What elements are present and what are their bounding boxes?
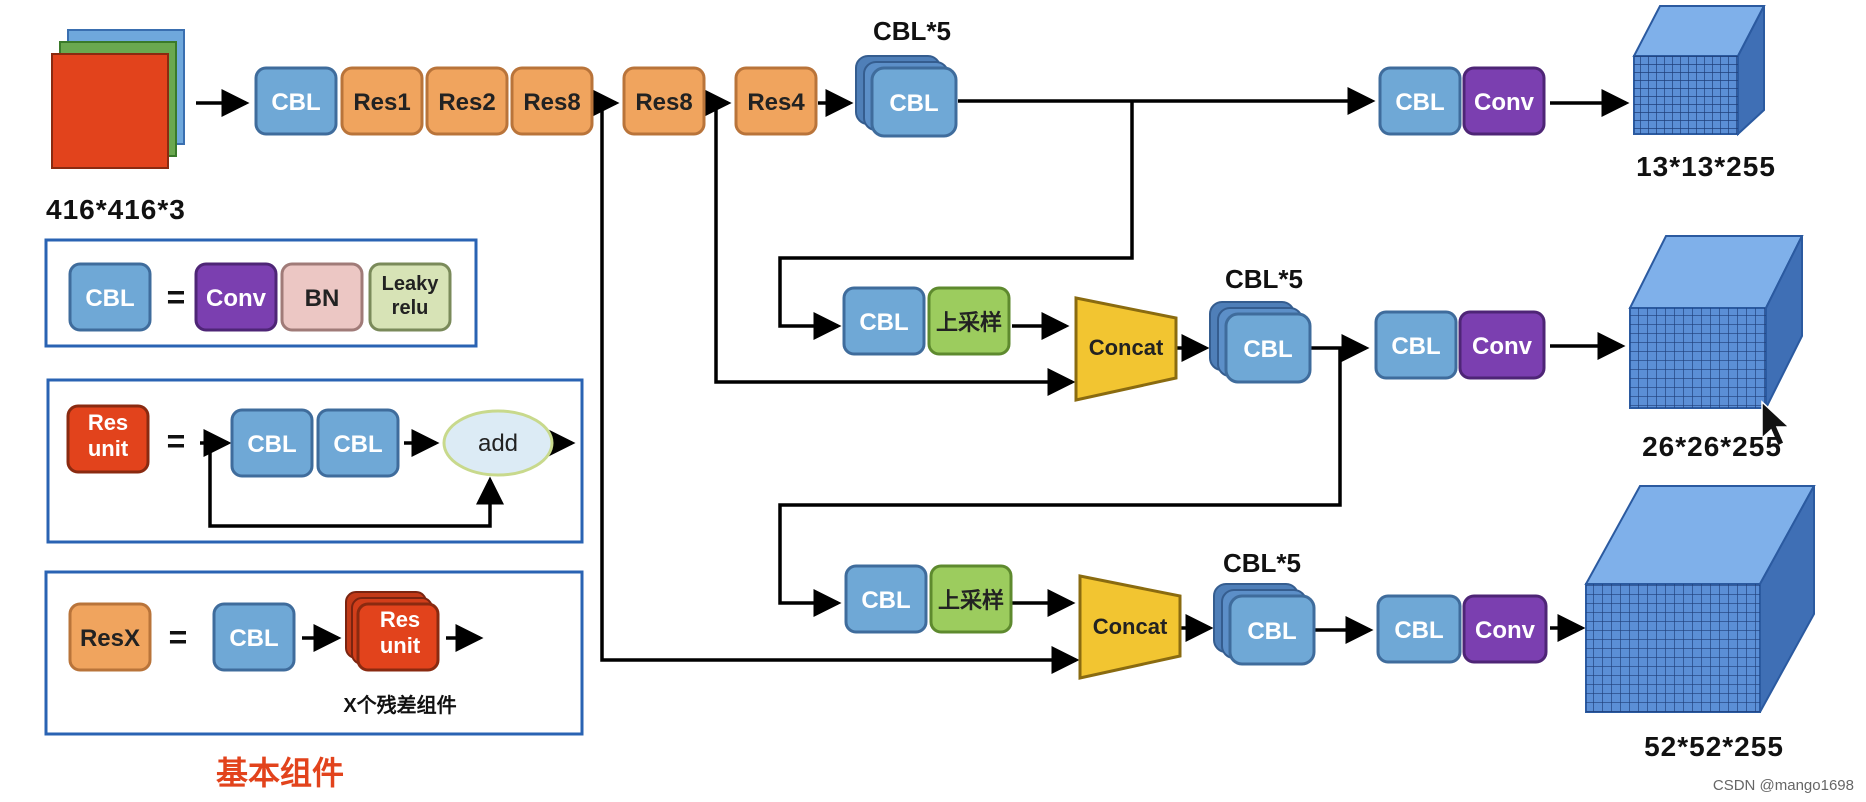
branch3-stack-title: CBL*5 bbox=[1223, 548, 1301, 578]
branch3-conv-block: Conv bbox=[1462, 594, 1548, 664]
branch3-stack-label: CBL bbox=[1247, 618, 1296, 645]
output-cube-52 bbox=[1584, 485, 1816, 713]
branch3-cbl-block: CBL bbox=[844, 564, 928, 634]
output-13-label: 13*13*255 bbox=[1636, 151, 1776, 182]
backbone-res8-first-label: Res8 bbox=[523, 89, 580, 116]
branch2-stack-title: CBL*5 bbox=[1225, 264, 1303, 294]
output-26-label: 26*26*255 bbox=[1642, 431, 1782, 462]
branch2-concat-label: Concat bbox=[1089, 335, 1164, 360]
output-cube-13 bbox=[1632, 5, 1766, 137]
legend-resx-panel: ResX = CBL Res unit X个残差组件 bbox=[44, 570, 584, 736]
legend-title: 基本组件 bbox=[216, 755, 344, 791]
branch2-upsample-block: 上采样 bbox=[927, 286, 1011, 356]
backbone-res8-first-block: Res8 bbox=[510, 66, 594, 136]
branch3-cbl-stack: CBL bbox=[1213, 583, 1316, 666]
legend-resx-caption: X个残差组件 bbox=[343, 693, 456, 717]
branch3-concat-label: Concat bbox=[1093, 614, 1168, 639]
branch2-conv-label: Conv bbox=[1472, 333, 1533, 360]
backbone-cbl-block: CBL bbox=[254, 66, 338, 136]
branch3-concat-block: Concat bbox=[1078, 574, 1182, 680]
legend-resunit-panel: Res unit = CBL CBL add bbox=[46, 378, 584, 544]
backbone-res1-block: Res1 bbox=[340, 66, 424, 136]
legend-cbl-leaky-line1: Leaky bbox=[382, 273, 440, 295]
legend-resunit-lhs-line2: unit bbox=[88, 436, 129, 461]
watermark: CSDN @mango1698 bbox=[1713, 777, 1854, 794]
backbone-res2-block: Res2 bbox=[425, 66, 509, 136]
legend-cbl-lhs: CBL bbox=[85, 285, 134, 312]
branch2-conv-block: Conv bbox=[1458, 310, 1546, 380]
branch3-cbl-out-label: CBL bbox=[1394, 617, 1443, 644]
branch2-cbl-block: CBL bbox=[842, 286, 926, 356]
branch2-concat-block: Concat bbox=[1074, 296, 1178, 402]
legend-resx-unit-line1: Res bbox=[380, 607, 420, 632]
branch1-conv-block: Conv bbox=[1462, 66, 1546, 136]
branch1-conv-label: Conv bbox=[1474, 89, 1535, 116]
output-cube-26 bbox=[1628, 235, 1804, 409]
legend-resunit-equals: = bbox=[167, 423, 186, 459]
input-image-icon bbox=[51, 29, 185, 169]
branch2-cbl-stack: CBL bbox=[1209, 301, 1312, 384]
branch3-cbl-label: CBL bbox=[861, 587, 910, 614]
backbone-cbl-label: CBL bbox=[271, 89, 320, 116]
legend-resx-lhs: ResX bbox=[80, 625, 140, 652]
legend-cbl-equals: = bbox=[167, 279, 186, 315]
branch2-cbl-label: CBL bbox=[859, 309, 908, 336]
branch3-upsample-label: 上采样 bbox=[938, 588, 1004, 613]
input-size-label: 416*416*3 bbox=[46, 194, 186, 225]
branch3-conv-label: Conv bbox=[1475, 617, 1536, 644]
legend-resunit-lhs-line1: Res bbox=[88, 410, 128, 435]
legend-resx-unit-line2: unit bbox=[380, 633, 421, 658]
backbone-res2-label: Res2 bbox=[438, 89, 495, 116]
branch1-stack-label: CBL bbox=[889, 90, 938, 117]
backbone-res4-label: Res4 bbox=[747, 89, 805, 116]
legend-resunit-cbl2: CBL bbox=[333, 431, 382, 458]
backbone-res8-second-block: Res8 bbox=[622, 66, 706, 136]
backbone-res8-second-label: Res8 bbox=[635, 89, 692, 116]
branch1-cbl-stack: CBL bbox=[855, 55, 958, 138]
branch2-cbl-out-label: CBL bbox=[1391, 333, 1440, 360]
branch1-cbl-block: CBL bbox=[1378, 66, 1462, 136]
output-52-label: 52*52*255 bbox=[1644, 731, 1784, 762]
branch3-cbl-out-block: CBL bbox=[1376, 594, 1462, 664]
legend-cbl-bn: BN bbox=[305, 285, 340, 312]
branch2-cbl-out-block: CBL bbox=[1374, 310, 1458, 380]
mouse-cursor-icon bbox=[1761, 400, 1791, 448]
branch2-upsample-label: 上采样 bbox=[936, 310, 1002, 335]
legend-resunit-cbl1: CBL bbox=[247, 431, 296, 458]
backbone-res1-label: Res1 bbox=[353, 89, 410, 116]
branch1-cbl-label: CBL bbox=[1395, 89, 1444, 116]
backbone-res4-block: Res4 bbox=[734, 66, 818, 136]
branch1-stack-title: CBL*5 bbox=[873, 16, 951, 46]
legend-cbl-panel: CBL = Conv BN Leaky relu bbox=[44, 238, 478, 348]
connection-lines bbox=[196, 87, 1630, 674]
branch3-upsample-block: 上采样 bbox=[929, 564, 1013, 634]
legend-resunit-add: add bbox=[478, 430, 518, 457]
legend-cbl-conv: Conv bbox=[206, 285, 267, 312]
legend-resx-cbl: CBL bbox=[229, 625, 278, 652]
legend-cbl-leaky-line2: relu bbox=[392, 297, 429, 319]
legend-resx-equals: = bbox=[169, 619, 188, 655]
branch2-stack-label: CBL bbox=[1243, 336, 1292, 363]
